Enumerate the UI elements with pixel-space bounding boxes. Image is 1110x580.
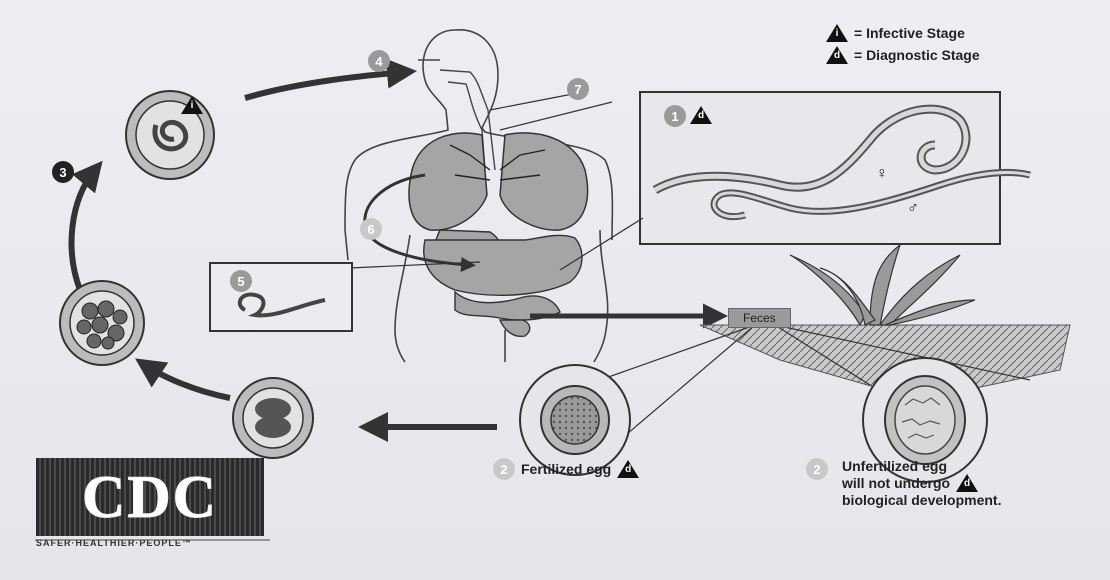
adult-diagnostic-stage-icon: d (690, 106, 712, 124)
legend: i = Infective Stage d = Diagnostic Stage (826, 24, 980, 64)
cdc-tagline: SAFER·HEALTHIER·PEOPLE™ (36, 538, 264, 548)
intestines (424, 230, 582, 336)
egg-morula (60, 281, 144, 365)
legend-diagnostic-label: = Diagnostic Stage (854, 47, 980, 63)
unfertilized-egg (885, 376, 965, 464)
step-2-badge-unfertilized: 2 (806, 458, 828, 480)
larva-box (210, 263, 352, 331)
feces-label: Feces (728, 308, 791, 328)
male-symbol: ♂ (907, 200, 919, 218)
infective-egg-stage-icon: i (181, 96, 203, 114)
egg-two-cell (233, 378, 313, 458)
step-1-badge: 1 (664, 105, 686, 127)
legend-infective: i = Infective Stage (826, 24, 980, 42)
unfertilized-egg-caption: 2 Unfertilized egg will not undergo d bi… (806, 458, 1001, 510)
legend-infective-label: = Infective Stage (854, 25, 965, 41)
unfertilized-egg-line3: biological development. (842, 492, 1001, 508)
unfertilized-egg-line2: will not undergo (842, 475, 950, 491)
step-4-badge: 4 (368, 50, 390, 72)
fertilized-diagnostic-stage-icon: d (617, 460, 639, 478)
step-6-badge: 6 (360, 218, 382, 240)
infective-stage-icon: i (826, 24, 848, 42)
fertilized-egg-label: Fertilized egg (521, 461, 611, 477)
unfertilized-egg-label: Unfertilized egg (842, 458, 947, 474)
female-symbol: ♀ (876, 165, 888, 183)
fertilized-egg-caption: 2 Fertilized egg d (493, 458, 639, 480)
unfertilized-diagnostic-stage-icon: d (956, 474, 978, 492)
step-7-badge: 7 (567, 78, 589, 100)
step-2-badge-fertilized: 2 (493, 458, 515, 480)
step-5-badge: 5 (230, 270, 252, 292)
cdc-logo: CDC SAFER·HEALTHIER·PEOPLE™ (36, 458, 264, 548)
fertilized-egg (541, 386, 609, 454)
diagnostic-stage-icon: d (826, 46, 848, 64)
cdc-logo-mark: CDC (36, 458, 264, 536)
legend-diagnostic: d = Diagnostic Stage (826, 46, 980, 64)
lungs (409, 133, 588, 230)
step-3-badge: 3 (52, 161, 74, 183)
plant (790, 245, 975, 325)
